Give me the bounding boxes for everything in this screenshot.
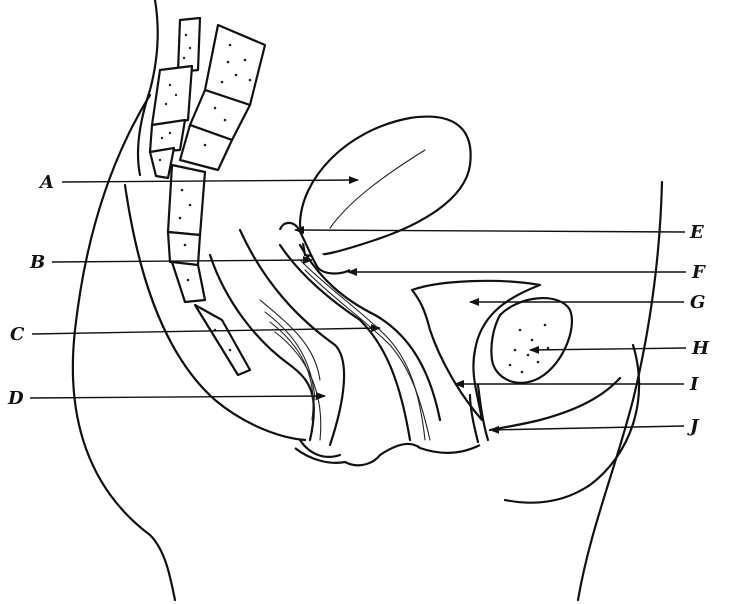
leader-J	[490, 426, 684, 430]
body-outline-front	[578, 182, 662, 600]
vaginal-folds	[300, 260, 430, 440]
label-A: A	[38, 172, 54, 193]
uterus	[300, 117, 471, 256]
label-D: D	[7, 388, 24, 409]
labium-fold	[490, 378, 620, 430]
label-I: I	[689, 374, 699, 395]
label-H: H	[691, 338, 710, 359]
label-E: E	[689, 222, 704, 243]
vaginal-wall-posterior	[280, 245, 410, 440]
body-outline-inner-back	[125, 185, 305, 440]
perineum	[295, 444, 480, 465]
leader-C	[32, 328, 380, 334]
leader-B	[52, 260, 312, 262]
label-B: B	[29, 252, 45, 273]
rectum-folds	[260, 300, 321, 440]
label-J: J	[687, 416, 700, 437]
label-G: G	[690, 292, 705, 313]
label-C: C	[10, 324, 25, 345]
label-F: F	[691, 262, 706, 283]
